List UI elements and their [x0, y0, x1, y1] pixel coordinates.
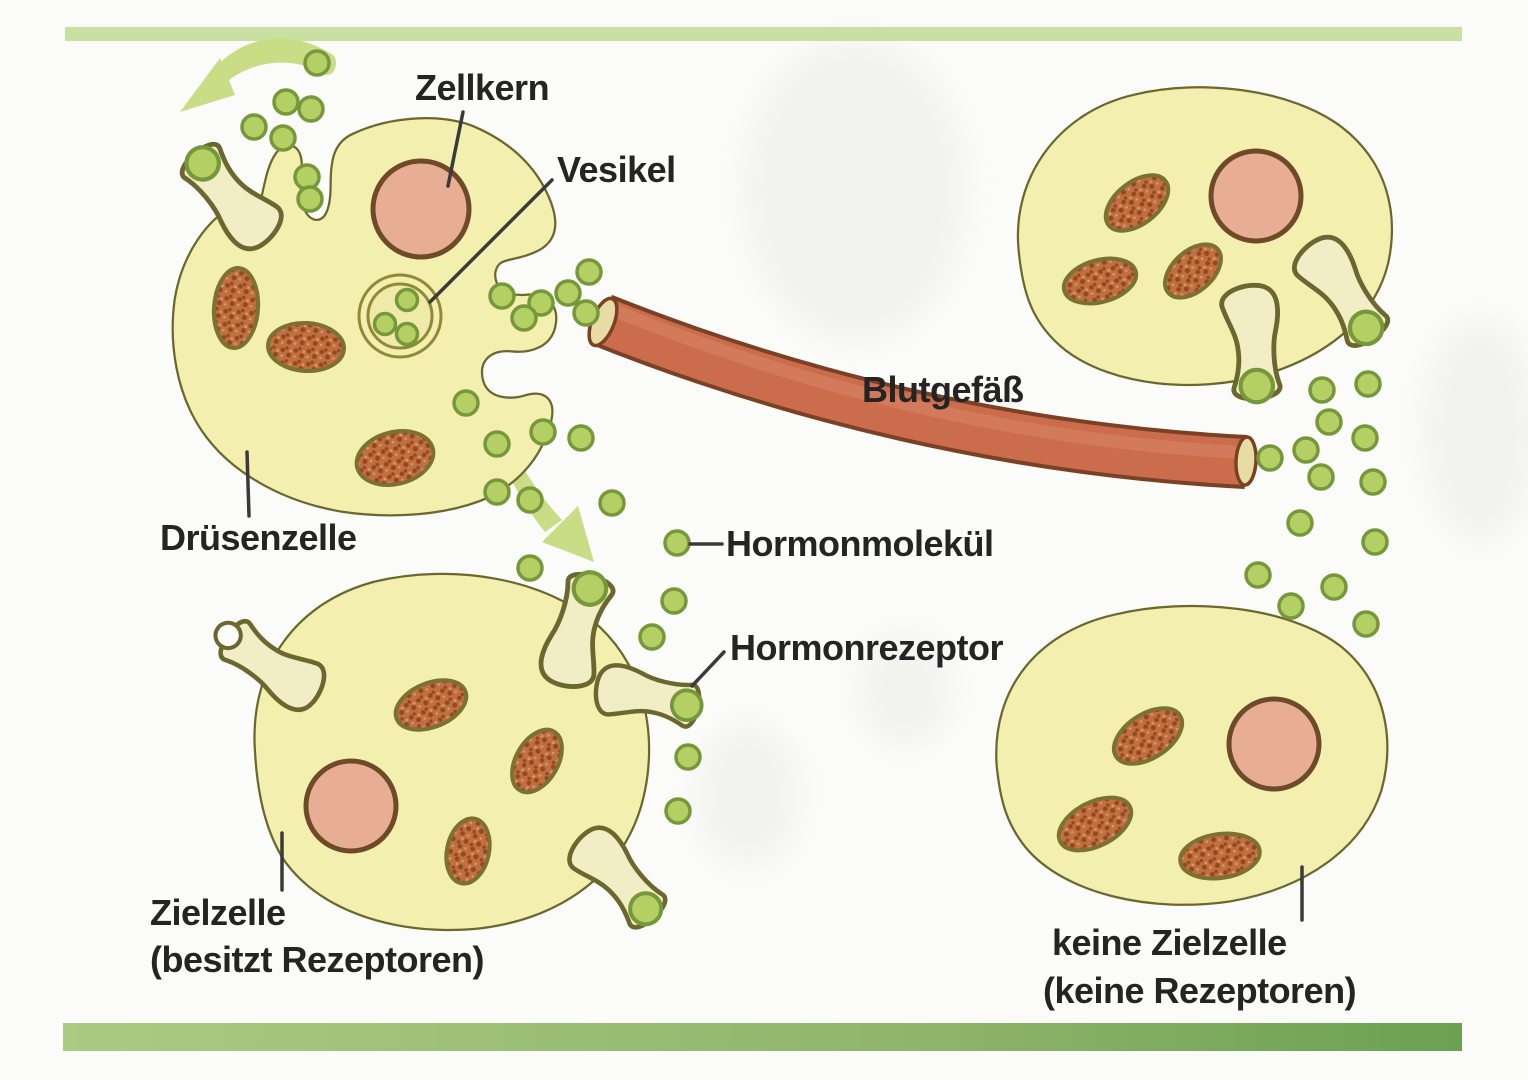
label-druesenzelle: Drüsenzelle [160, 517, 357, 558]
hormone-molecule [1292, 436, 1320, 464]
hormone-molecule [572, 299, 600, 327]
hormone-molecule [516, 554, 544, 582]
leader-hormonrezeptor [690, 650, 726, 688]
hormone-molecule [1352, 610, 1380, 638]
hormone-molecule [272, 88, 300, 116]
secretion-arrow-left [180, 38, 337, 112]
hormone-molecule [483, 478, 511, 506]
label-zielzelle-line1: Zielzelle [150, 892, 286, 933]
hormone-molecule [663, 529, 691, 557]
label-keine-zielzelle-line2: (keine Rezeptoren) [1043, 970, 1356, 1011]
hormone-molecule [488, 282, 516, 310]
label-hormonrezeptor: Hormonrezeptor [730, 627, 1004, 668]
hormone-molecule [1361, 528, 1389, 556]
hormone-molecule [1351, 424, 1379, 452]
hormone-molecule [674, 743, 702, 771]
mitochondrion [1061, 256, 1139, 306]
hormone-molecule [1354, 370, 1382, 398]
nucleus [1226, 696, 1322, 792]
label-blutgefaess: Blutgefäß [862, 369, 1024, 410]
header-band [65, 27, 1462, 41]
hormone-molecule [394, 321, 420, 347]
scan-artifacts [698, 40, 1528, 865]
hormone-molecule [1256, 444, 1284, 472]
mitochondrion [266, 320, 346, 374]
hormone-molecule [293, 163, 321, 191]
label-keine-zielzelle-line1: keine Zielzelle [1052, 922, 1287, 963]
mitochondrion [1163, 242, 1223, 300]
labels: Zellkern Vesikel Drüsenzelle Blutgefäß H… [150, 67, 1357, 1011]
mitochondrion [1178, 831, 1262, 881]
hormone-molecule [483, 430, 511, 458]
hormone-molecule [664, 797, 692, 825]
hormone-molecule [297, 95, 325, 123]
vessel-opening-right [1234, 435, 1258, 487]
hormone-molecule [296, 185, 324, 213]
non-target-cell [1000, 609, 1384, 901]
leader-druesenzelle [245, 450, 251, 518]
hormone-molecule [269, 124, 297, 152]
mitochondrion [1056, 795, 1134, 853]
blood-vessel [587, 294, 1258, 489]
hormone-molecule [510, 304, 538, 332]
hormone-molecule [638, 623, 666, 651]
hormone-molecule [527, 289, 555, 317]
hormone-molecule [529, 418, 557, 446]
hormone-molecule [303, 49, 331, 77]
leader-lines [245, 110, 1304, 922]
hormone-molecules [240, 49, 1389, 825]
label-zielzelle-line2: (besitzt Rezeptoren) [150, 939, 484, 980]
mitochondrion [1103, 173, 1171, 233]
leader-zellkern [446, 110, 465, 188]
hormone-molecule [598, 489, 626, 517]
hormone-molecule [240, 113, 268, 141]
hormone-molecule [575, 258, 603, 286]
hormone-molecule [1359, 468, 1387, 496]
hormone-molecule [1307, 463, 1335, 491]
hormone-molecule [452, 389, 480, 417]
hormone-molecule [516, 486, 544, 514]
hormone-molecule [554, 279, 582, 307]
hormone-molecule [1320, 573, 1348, 601]
hormone-molecule [1315, 408, 1343, 436]
label-vesikel: Vesikel [557, 149, 676, 190]
hormone-molecule [372, 311, 398, 337]
hormone-molecule [660, 587, 688, 615]
hormone-molecule [567, 424, 595, 452]
nucleus [370, 158, 472, 260]
capillary-cell [1021, 91, 1398, 405]
footer-band [63, 1023, 1462, 1051]
mitochondrion [393, 678, 469, 732]
label-zellkern: Zellkern [415, 67, 549, 108]
label-hormonmolekuel: Hormonmolekül [726, 523, 994, 564]
leader-vesikel [428, 178, 554, 304]
hormone-molecule [1244, 561, 1272, 589]
hormone-molecule [1308, 376, 1336, 404]
mitochondrion [211, 266, 261, 350]
hormone-molecule [1277, 592, 1305, 620]
target-cell [203, 565, 707, 938]
nucleus [303, 758, 399, 854]
mitochondrion [354, 429, 436, 487]
mitochondrion [1111, 706, 1185, 766]
mitochondrion [444, 816, 492, 886]
vesicle [357, 273, 443, 359]
mitochondrion [510, 727, 564, 795]
nucleus [1208, 148, 1304, 244]
hormone-molecule [1286, 509, 1314, 537]
hormone-molecule [394, 287, 420, 313]
